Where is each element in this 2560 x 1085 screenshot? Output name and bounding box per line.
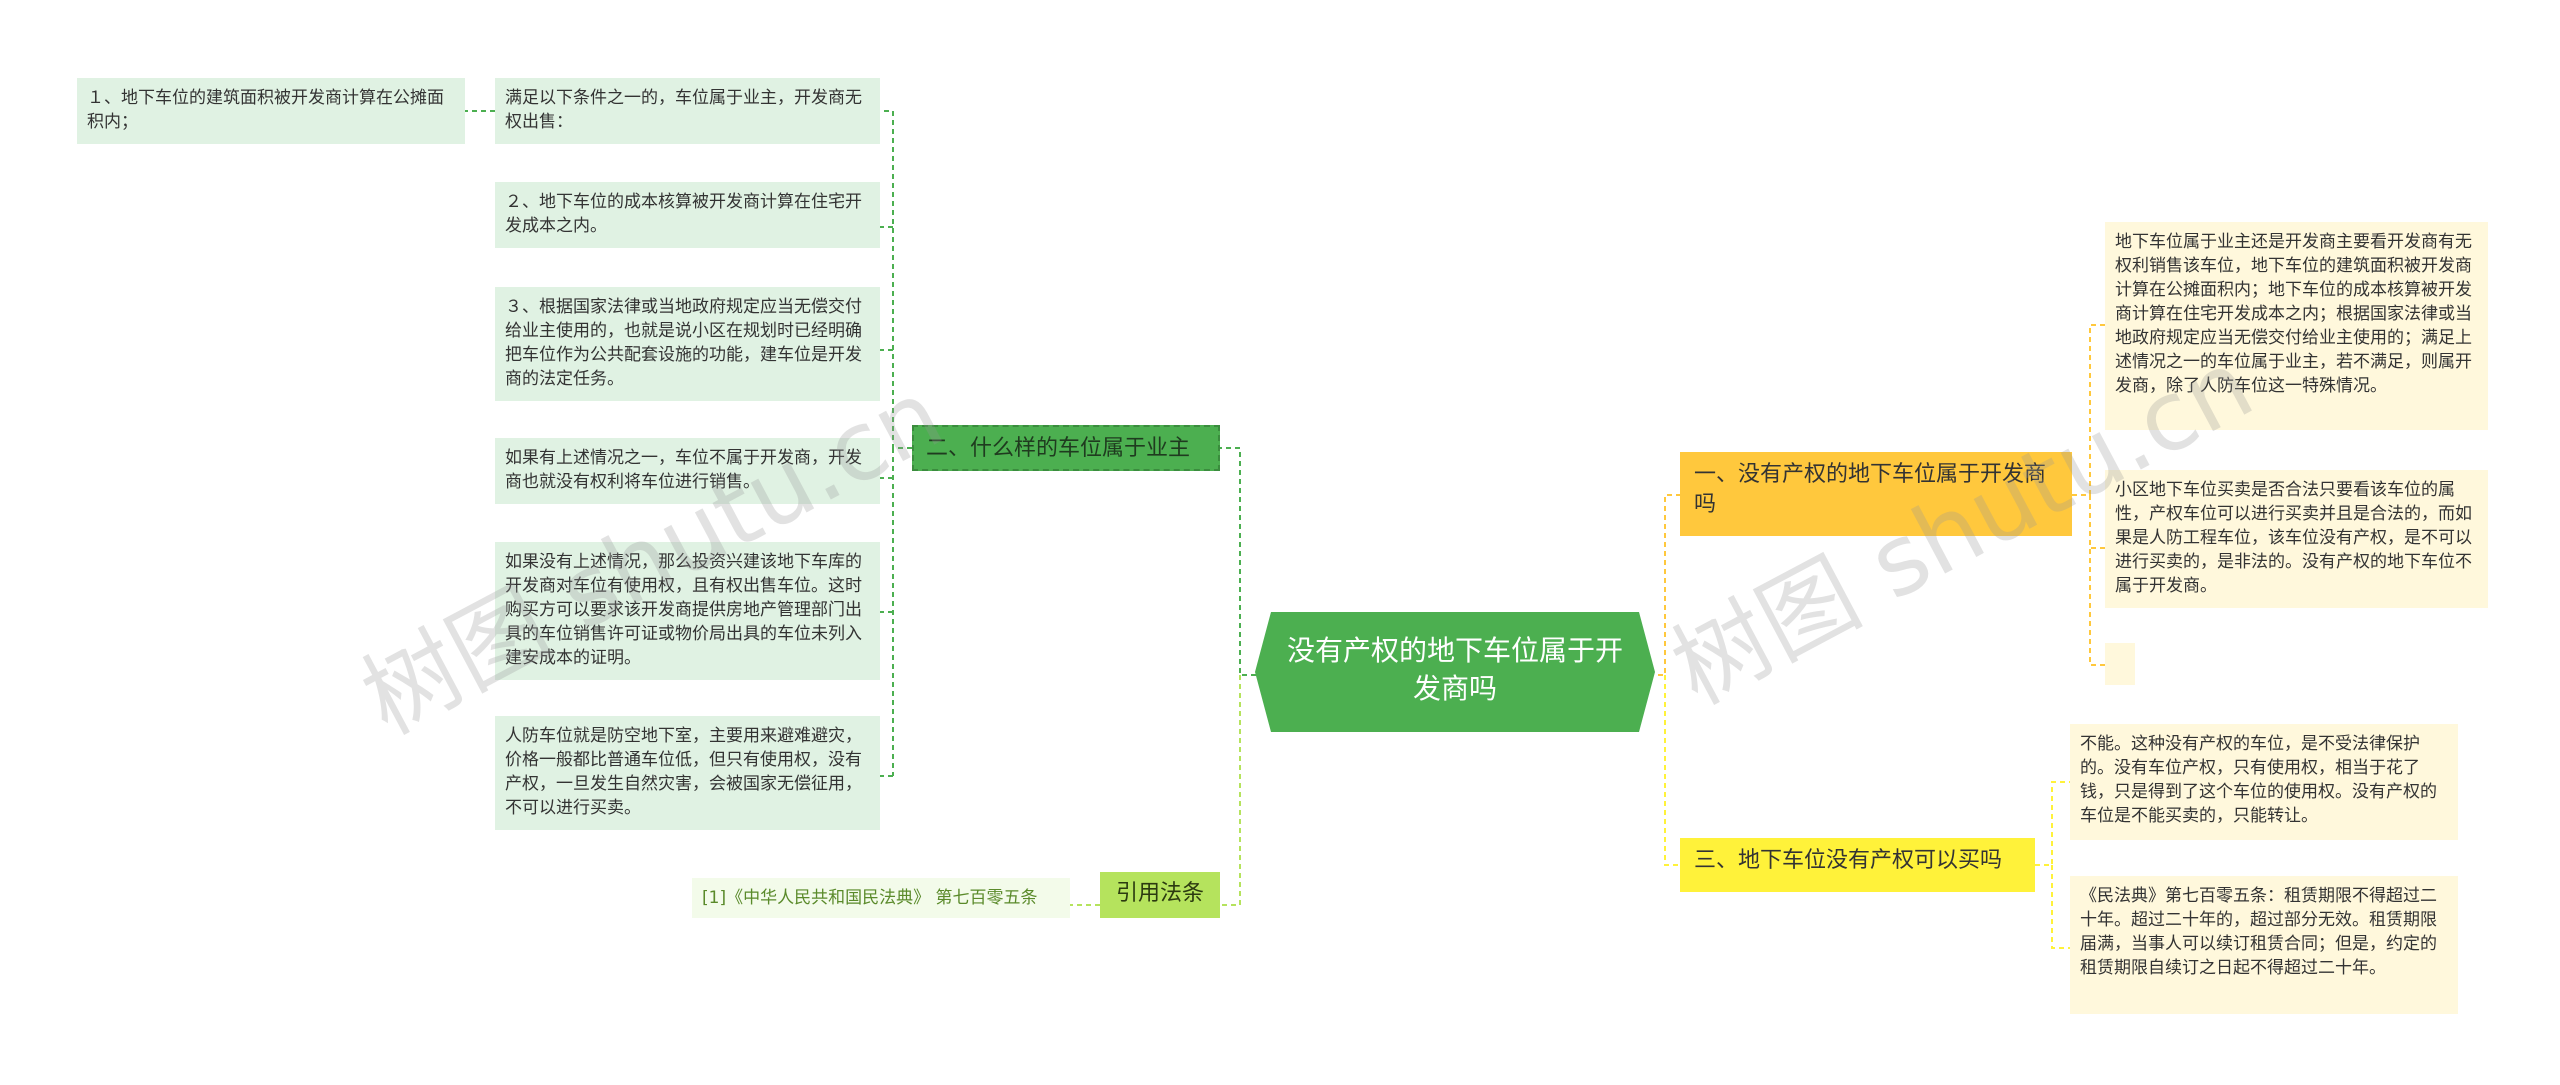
branch-can-buy[interactable]: 三、地下车位没有产权可以买吗 — [1680, 838, 2035, 892]
owner-leaf-6-text: 人防车位就是防空地下室，主要用来避难避灾，价格一般都比普通车位低，但只有使用权，… — [505, 726, 862, 818]
can-buy-leaf-1[interactable]: 不能。这种没有产权的车位，是不受法律保护的。没有车位产权，只有使用权，相当于花了… — [2070, 724, 2458, 840]
belongs-leaf-1[interactable]: 地下车位属于业主还是开发商主要看开发商有无权利销售该车位，地下车位的建筑面积被开… — [2105, 222, 2488, 430]
owner-sub-leaf[interactable]: １、地下车位的建筑面积被开发商计算在公摊面积内； — [77, 78, 465, 144]
branch-owner-condition-label: 二、什么样的车位属于业主 — [926, 436, 1191, 461]
branch-belongs-developer-label: 一、没有产权的地下车位属于开发商吗 — [1694, 462, 2047, 517]
owner-leaf-4-text: 如果有上述情况之一，车位不属于开发商，开发商也就没有权利将车位进行销售。 — [505, 448, 862, 492]
owner-leaf-6[interactable]: 人防车位就是防空地下室，主要用来避难避灾，价格一般都比普通车位低，但只有使用权，… — [495, 716, 880, 830]
owner-leaf-1-text: 满足以下条件之一的，车位属于业主，开发商无权出售： — [505, 88, 862, 132]
branch-law-reference[interactable]: 引用法条 — [1100, 872, 1220, 918]
owner-leaf-2[interactable]: ２、地下车位的成本核算被开发商计算在住宅开发成本之内。 — [495, 182, 880, 248]
branch-owner-condition[interactable]: 二、什么样的车位属于业主 — [912, 425, 1220, 471]
law-reference-leaf[interactable]: [1]《中华人民共和国民法典》 第七百零五条 — [692, 878, 1070, 918]
branch-belongs-developer[interactable]: 一、没有产权的地下车位属于开发商吗 — [1680, 452, 2072, 536]
belongs-leaf-empty[interactable] — [2105, 643, 2135, 685]
law-reference-text: [1]《中华人民共和国民法典》 第七百零五条 — [702, 888, 1038, 908]
belongs-leaf-2[interactable]: 小区地下车位买卖是否合法只要看该车位的属性，产权车位可以进行买卖并且是合法的，而… — [2105, 470, 2488, 608]
owner-leaf-5[interactable]: 如果没有上述情况，那么投资兴建该地下车库的开发商对车位有使用权，且有权出售车位。… — [495, 542, 880, 680]
central-topic[interactable]: 没有产权的地下车位属于开发商吗 — [1255, 612, 1655, 732]
owner-leaf-4[interactable]: 如果有上述情况之一，车位不属于开发商，开发商也就没有权利将车位进行销售。 — [495, 438, 880, 504]
owner-leaf-2-text: ２、地下车位的成本核算被开发商计算在住宅开发成本之内。 — [505, 192, 862, 236]
owner-leaf-5-text: 如果没有上述情况，那么投资兴建该地下车库的开发商对车位有使用权，且有权出售车位。… — [505, 552, 862, 668]
can-buy-leaf-2[interactable]: 《民法典》第七百零五条：租赁期限不得超过二十年。超过二十年的，超过部分无效。租赁… — [2070, 876, 2458, 1014]
owner-sub-leaf-text: １、地下车位的建筑面积被开发商计算在公摊面积内； — [87, 88, 444, 132]
owner-leaf-3[interactable]: ３、根据国家法律或当地政府规定应当无偿交付给业主使用的，也就是说小区在规划时已经… — [495, 287, 880, 401]
belongs-leaf-2-text: 小区地下车位买卖是否合法只要看该车位的属性，产权车位可以进行买卖并且是合法的，而… — [2115, 480, 2472, 596]
branch-can-buy-label: 三、地下车位没有产权可以买吗 — [1694, 848, 2003, 873]
branch-law-reference-label: 引用法条 — [1115, 881, 1204, 906]
can-buy-leaf-2-text: 《民法典》第七百零五条：租赁期限不得超过二十年。超过二十年的，超过部分无效。租赁… — [2080, 886, 2437, 978]
can-buy-leaf-1-text: 不能。这种没有产权的车位，是不受法律保护的。没有车位产权，只有使用权，相当于花了… — [2080, 734, 2437, 826]
owner-leaf-3-text: ３、根据国家法律或当地政府规定应当无偿交付给业主使用的，也就是说小区在规划时已经… — [505, 297, 862, 389]
belongs-leaf-1-text: 地下车位属于业主还是开发商主要看开发商有无权利销售该车位，地下车位的建筑面积被开… — [2115, 232, 2472, 396]
central-topic-label: 没有产权的地下车位属于开发商吗 — [1286, 634, 1623, 705]
owner-leaf-1[interactable]: 满足以下条件之一的，车位属于业主，开发商无权出售： — [495, 78, 880, 144]
